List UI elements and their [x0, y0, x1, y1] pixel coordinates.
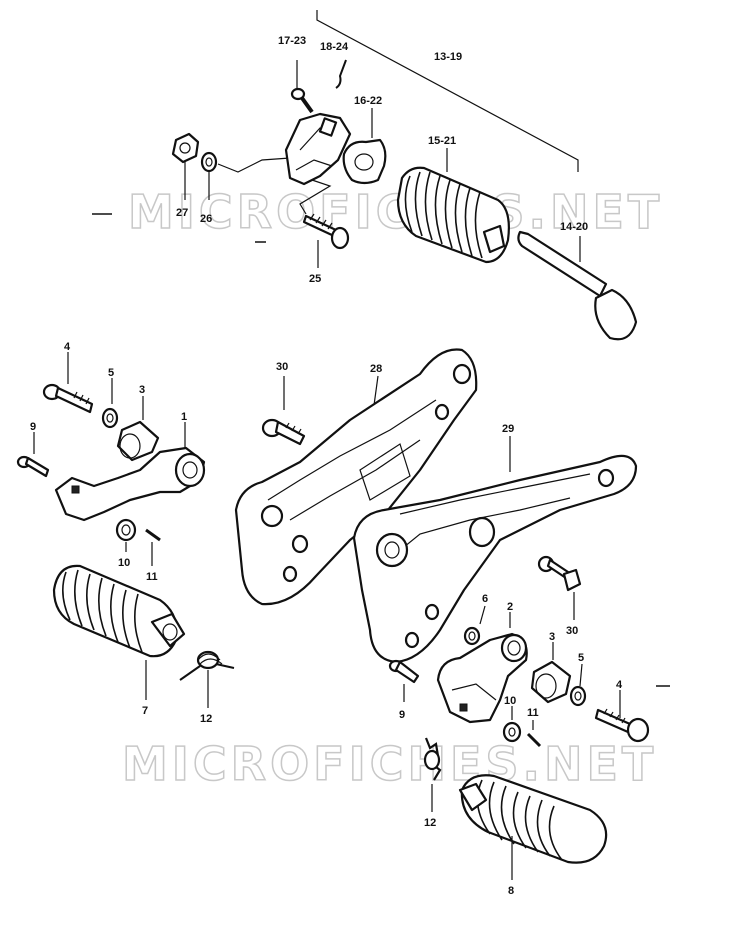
part-2-footrest-bracket-right — [436, 612, 528, 724]
label-28: 28 — [370, 363, 382, 375]
label-14-20: 14-20 — [560, 221, 588, 233]
label-10-right: 10 — [504, 695, 516, 707]
label-11-left: 11 — [146, 571, 158, 583]
part-7-footpeg-left — [52, 564, 186, 700]
label-25: 25 — [309, 273, 321, 285]
label-27: 27 — [176, 207, 188, 219]
label-10-left: 10 — [118, 557, 130, 569]
part-14-20-pin — [517, 230, 638, 341]
part-30-bolt-upper — [261, 376, 306, 446]
label-7: 7 — [142, 705, 148, 717]
label-4-left: 4 — [64, 341, 71, 353]
part-5-washer-right — [569, 663, 587, 707]
label-2: 2 — [507, 601, 513, 613]
label-9-left: 9 — [30, 421, 36, 433]
part-4-bolt-left — [42, 352, 94, 414]
label-17-23: 17-23 — [278, 35, 306, 47]
label-9-right: 9 — [399, 709, 405, 721]
label-8: 8 — [508, 885, 514, 897]
part-11-pin-left — [145, 528, 161, 566]
part-1-footrest-bracket-left — [54, 422, 206, 522]
part-30-bolt-lower — [537, 555, 582, 620]
part-3-collar-right — [530, 642, 572, 704]
part-15-21-footpeg-rubber — [396, 148, 510, 264]
label-5-right: 5 — [578, 652, 584, 664]
label-30-lower: 30 — [566, 625, 578, 637]
part-5-washer-left — [101, 378, 119, 429]
label-4-right: 4 — [616, 679, 623, 691]
part-3-collar-left — [116, 396, 160, 462]
label-12-left: 12 — [200, 713, 212, 725]
part-16-22-plate — [342, 108, 387, 185]
label-29: 29 — [502, 423, 514, 435]
axis-line-top-bracket — [299, 179, 332, 215]
part-8-footpeg-right — [458, 774, 608, 880]
label-3-left: 3 — [139, 384, 145, 396]
part-9-pin-left — [16, 432, 50, 478]
part-footrest-bracket-top — [284, 112, 352, 186]
part-10-washer-right — [502, 706, 522, 743]
label-30-upper: 30 — [276, 361, 288, 373]
part-12-spring-right — [423, 737, 442, 812]
label-18-24: 18-24 — [320, 41, 349, 53]
part-27-nut — [171, 132, 200, 200]
part-28-frame-bracket — [234, 348, 478, 606]
label-1: 1 — [181, 411, 187, 423]
part-11-pin-right — [526, 720, 542, 748]
label-3-right: 3 — [549, 631, 555, 643]
label-13-19: 13-19 — [434, 51, 462, 63]
label-16-22: 16-22 — [354, 95, 382, 107]
part-29-frame-bracket — [352, 436, 638, 664]
part-9-pin-right — [388, 659, 420, 702]
label-6: 6 — [482, 593, 488, 605]
watermark-top: MICROFICHES.NET — [128, 185, 663, 239]
watermark-bottom: MICROFICHES.NET — [122, 737, 657, 791]
part-10-washer-left — [115, 518, 137, 552]
part-4-bolt-right — [594, 690, 650, 743]
part-18-24-pin — [335, 59, 347, 89]
label-15-21: 15-21 — [428, 135, 456, 147]
part-25-bolt — [302, 213, 350, 268]
label-12-right: 12 — [424, 817, 436, 829]
axis-line-top-left — [217, 157, 291, 173]
assembly-bracket-13-19 — [316, 10, 579, 172]
part-26-washer — [200, 151, 218, 200]
label-5-left: 5 — [108, 367, 114, 379]
part-6-washer — [463, 605, 486, 646]
label-26: 26 — [200, 213, 212, 225]
part-12-spring-left — [179, 650, 235, 708]
callout-labels: 17-23 18-24 13-19 16-22 15-21 14-20 27 2… — [30, 35, 623, 897]
label-11-right: 11 — [527, 707, 539, 719]
part-17-23-bolt — [290, 60, 314, 114]
